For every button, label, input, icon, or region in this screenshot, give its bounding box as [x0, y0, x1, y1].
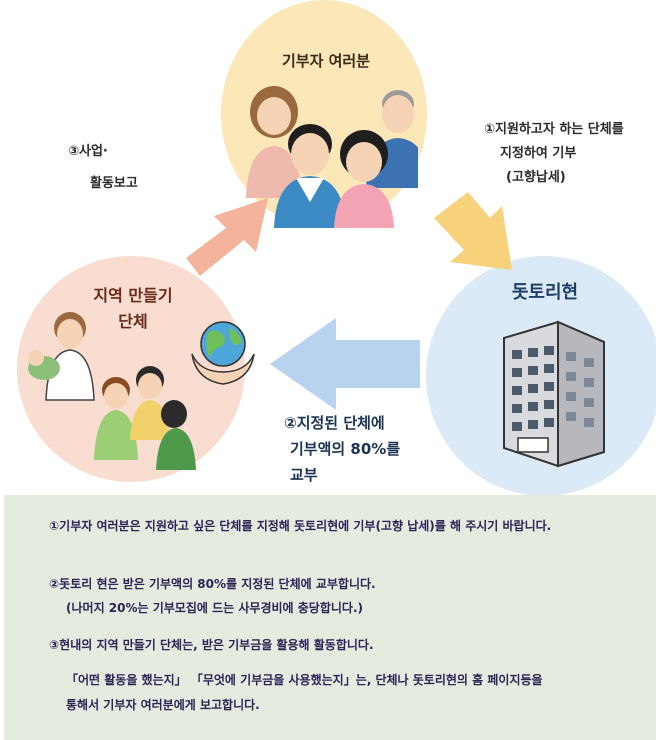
step-1-line3: (고향납세) [506, 170, 566, 185]
step-2-line3: 교부 [290, 466, 318, 484]
arrow-group-to-donor [186, 198, 268, 276]
step-1-line2: 지정하여 기부 [500, 146, 577, 161]
community-people-illustration [28, 312, 196, 470]
note-3-detail-2: 통해서 기부자 여러분에게 보고합니다. [66, 698, 260, 712]
step-1-line1: ①지원하고자 하는 단체를 [484, 122, 624, 137]
note-3-detail: 「어떤 활동을 했는지」 「무엇에 기부금을 사용했는지」는, 단체나 돗토리현… [66, 673, 543, 687]
donation-flow-diagram: 기부자 여러분 돗토리현 지역 만들기 단체 ①지원하고자 하는 단체를 지정하… [17, 0, 656, 496]
step-1-text: ①지원하고자 하는 단체를 지정하여 기부 (고향납세) [484, 118, 656, 190]
city-label: 돗토리현 [511, 282, 579, 303]
explanation-panel: ①기부자 여러분은 지원하고 싶은 단체를 지정해 돗토리현에 기부(고향 납세… [4, 495, 656, 740]
donor-label: 기부자 여러분 [281, 52, 371, 70]
step-3-text: ③사업· 활동보고 [68, 140, 198, 196]
arrow-donor-to-city [434, 192, 512, 270]
step-3-line1: ③사업· [68, 144, 108, 159]
office-building-icon [503, 320, 605, 468]
step-3-line2: 활동보고 [90, 176, 138, 191]
people-illustration [246, 86, 418, 228]
step-2-line2: 기부액의 80%를 [290, 440, 401, 458]
group-label: 지역 만들기 단체 [68, 283, 198, 335]
step-2-line1: ②지정된 단체에 [284, 414, 385, 432]
group-label-line2: 단체 [118, 312, 148, 331]
note-1: ①기부자 여러분은 지원하고 싶은 단체를 지정해 돗토리현에 기부(고향 납세… [49, 519, 552, 533]
arrow-city-to-group [270, 318, 420, 410]
note-2: ②돗토리 현은 받은 기부액의 80%를 지정된 단체에 교부합니다. [49, 577, 376, 591]
note-2-sub: (나머지 20%는 기부모집에 드는 사무경비에 충당합니다.) [66, 601, 363, 615]
globe-in-hands-icon [191, 321, 255, 385]
step-2-text: ②지정된 단체에 기부액의 80%를 교부 [284, 410, 444, 488]
group-label-line1: 지역 만들기 [93, 286, 173, 305]
note-3: ③현내의 지역 만들기 단체는, 받은 기부금을 활용해 활동합니다. [49, 638, 374, 652]
